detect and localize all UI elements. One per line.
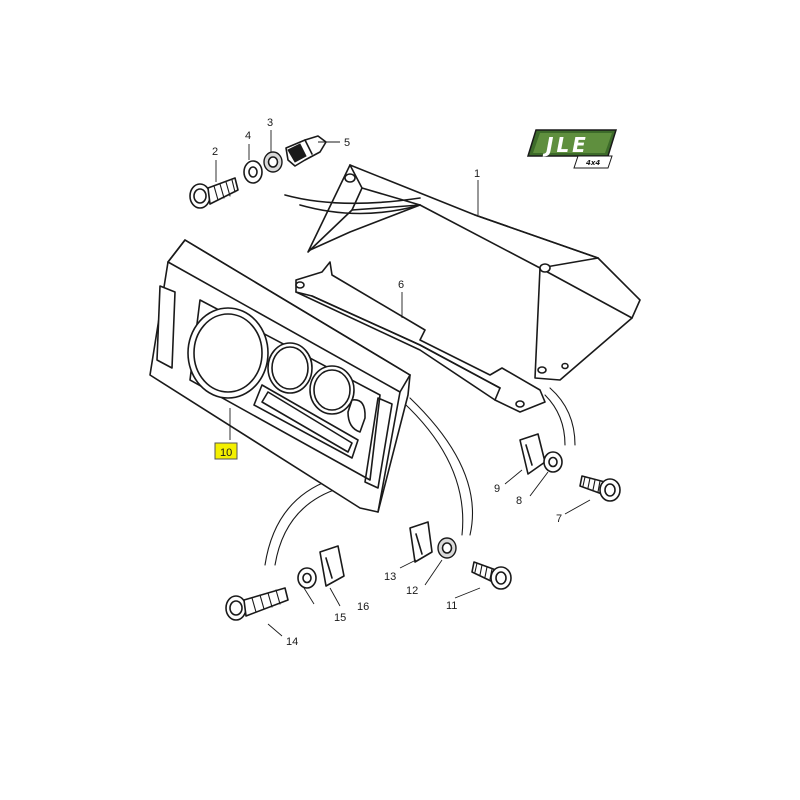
callout-12: 12 [406,585,418,597]
callout-13: 13 [384,571,396,583]
part-2-screw [189,177,239,209]
part-1-binnacle-housing [284,164,641,381]
wiring-curves [264,387,576,566]
logo-text: JLE [542,133,589,157]
gauge-opening-3 [347,399,366,433]
callout-10-highlight [214,442,238,460]
callout-6: 6 [398,279,404,291]
speedometer-opening [187,307,269,399]
part-15-lock-washer [297,567,317,589]
callout-10: 10 [220,447,232,459]
callout-14: 14 [286,636,298,648]
callout-3: 3 [267,117,273,129]
part-6-bracket [295,261,546,413]
part-13-clip [409,521,433,563]
part-7-screw [579,475,621,502]
logo-subtext: 4x4 [586,159,600,167]
callout-1: 1 [474,168,480,180]
callout-7: 7 [556,513,562,525]
callout-5: 5 [344,137,350,149]
leader-lines [215,130,591,637]
part-5-switch [285,135,327,167]
gauge-opening-1 [267,342,313,394]
part-10-instrument-bezel [149,239,411,513]
callout-11: 11 [446,600,457,612]
callout-8: 8 [516,495,522,507]
part-4-washer [243,160,263,184]
callout-16: 16 [357,601,369,613]
callout-4: 4 [245,130,251,142]
gauge-opening-2 [309,365,355,415]
part-14-screw [225,587,289,621]
part-12-washer [437,537,457,559]
callout-2: 2 [212,146,218,158]
part-8-lock-washer [543,451,563,473]
part-16-clip [319,545,345,587]
part-11-screw [471,561,512,590]
jle-logo: JLE 4x4 [526,129,618,169]
callout-15: 15 [334,612,346,624]
callouts: 2 4 3 5 1 6 10 9 8 7 13 12 11 16 15 14 [212,117,562,648]
part-9-clip [519,433,546,475]
part-3-ring [263,151,283,173]
callout-9: 9 [494,483,500,495]
